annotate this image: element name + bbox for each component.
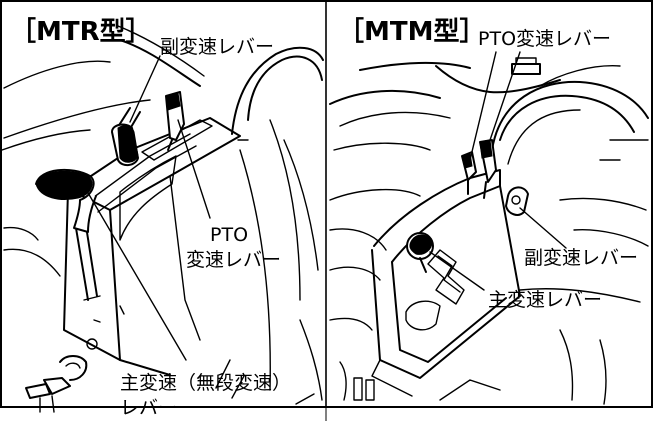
mtm-leader-lines xyxy=(429,51,567,291)
mtr-pto-label-line1: PTO xyxy=(210,224,248,246)
mtm-main-shift-lever-label: 主変速レバー xyxy=(488,289,602,311)
mtr-leader-lines xyxy=(83,55,211,361)
mtm-illustration xyxy=(329,57,649,405)
mtr-sub-shift-lever-label: 副変速レバー xyxy=(160,36,274,58)
mtr-main-shift-label-line1: 主変速（無段変速） xyxy=(120,372,291,394)
mtm-sub-shift-lever-label: 副変速レバー xyxy=(524,247,638,269)
mtr-pto-label-line2: 変速レバー xyxy=(186,249,281,271)
mtr-panel: ［MTR型］ 副変速レバー PTO 変速レバー 主変速（無段変速） レバー xyxy=(1,17,324,419)
mtm-panel-title: ［MTM型］ xyxy=(338,17,485,47)
mtr-panel-title: ［MTR型］ xyxy=(10,17,152,47)
mtm-pto-lever-label: PTO変速レバー xyxy=(478,28,611,50)
mtr-illustration xyxy=(1,25,324,413)
mtm-panel: ［MTM型］ PTO変速レバー 副変速レバー 主変速レバー xyxy=(329,17,649,405)
mtr-main-shift-label-line2: レバー xyxy=(120,397,177,419)
